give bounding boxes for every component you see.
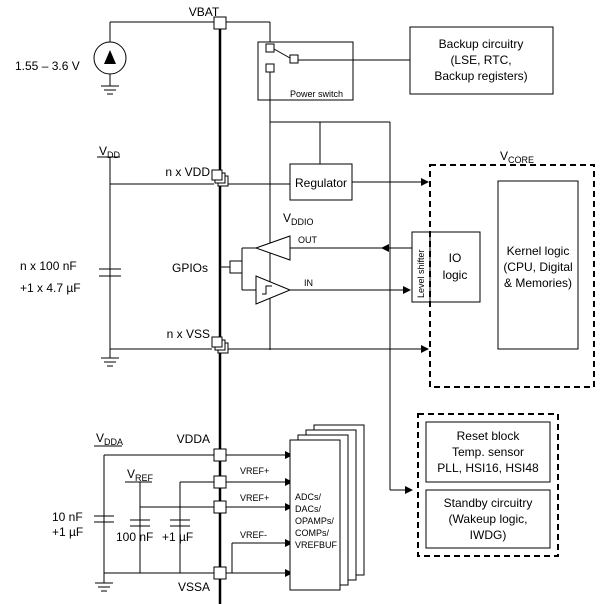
vdd-label: VDD — [99, 144, 121, 160]
vbat-pin — [213, 16, 227, 30]
always-on-domain-box — [417, 413, 559, 557]
vcore-domain-box — [429, 164, 595, 388]
standby-circuitry-box — [425, 489, 551, 549]
reset-line3: PLL, HSI16, HSI48 — [437, 461, 539, 475]
reset-block-box — [425, 421, 551, 483]
standby-line1: Standby circuitry — [444, 496, 533, 510]
vdd-cap-line2: +1 x 4.7 µF — [20, 281, 81, 295]
vdd-cap-line1: n x 100 nF — [20, 259, 77, 273]
vref-plus-pin-1 — [213, 475, 227, 489]
io-logic-box — [429, 231, 481, 303]
vss-pins — [211, 336, 223, 348]
level-shifter-label: Level shifter — [416, 249, 426, 298]
io-logic-line1: IO — [449, 251, 462, 265]
vdda-cap-line1: 10 nF — [52, 510, 83, 524]
vssa-pin — [213, 566, 227, 580]
pin-label-nvss: n x VSS — [167, 327, 210, 341]
output-buffer-icon — [254, 235, 291, 261]
analog-line4: COMPs/ — [295, 528, 330, 538]
backup-circuitry-box — [409, 26, 554, 95]
vdda-cap-line2: +1 µF — [52, 525, 83, 539]
vddio-label: VDDIO — [283, 211, 314, 227]
vref-plus-pin-2 — [213, 500, 227, 514]
in-label: IN — [304, 278, 313, 288]
input-buffer-icon — [255, 275, 292, 305]
backup-line1: Backup circuitry — [439, 37, 524, 51]
backup-line3: Backup registers) — [434, 69, 527, 83]
vcore-label: VCORE — [500, 149, 534, 165]
vref-minus-label: VREF- — [240, 530, 267, 540]
vdda-supply-label: VDDA — [96, 431, 123, 447]
analog-line2: DACs/ — [295, 504, 322, 514]
kernel-line2: (CPU, Digital — [503, 260, 572, 274]
power-switch-label: Power switch — [290, 89, 343, 99]
analog-line1: ADCs/ — [295, 492, 322, 502]
regulator-box — [289, 163, 353, 201]
vdd-pins — [211, 169, 223, 181]
io-logic-line2: logic — [443, 268, 468, 282]
pin-label-vssa: VSSA — [178, 580, 210, 594]
analog-line5: VREFBUF — [295, 540, 338, 550]
pin-label-nvdd: n x VDD — [165, 165, 210, 179]
kernel-logic-box — [497, 180, 579, 350]
battery-arrow-icon — [104, 50, 116, 64]
out-label: OUT — [298, 235, 318, 245]
analog-line3: OPAMPs/ — [295, 516, 334, 526]
vref-cap-1uf: +1 µF — [162, 530, 193, 544]
vbat-range: 1.55 – 3.6 V — [15, 59, 80, 73]
vdda-pin — [213, 448, 227, 462]
backup-line2: (LSE, RTC, — [450, 53, 511, 67]
vref-supply-label: VREF — [127, 467, 154, 483]
standby-line3: IWDG) — [470, 528, 507, 542]
standby-line2: (Wakeup logic, — [449, 512, 528, 526]
pin-label-vbat: VBAT — [189, 5, 220, 19]
gpio-pin — [229, 260, 243, 274]
analog-peripherals-box — [289, 439, 341, 591]
switch-contact — [273, 48, 291, 59]
pin-label-gpios: GPIOs — [172, 261, 208, 275]
kernel-line1: Kernel logic — [507, 244, 570, 258]
pin-label-vdda: VDDA — [177, 432, 210, 446]
regulator-label: Regulator — [295, 176, 347, 190]
reset-line2: Temp. sensor — [452, 445, 524, 459]
vref-plus-label-1: VREF+ — [240, 466, 269, 476]
kernel-line3: & Memories) — [504, 276, 572, 290]
vref-cap-100nf: 100 nF — [116, 530, 153, 544]
vref-plus-label-2: VREF+ — [240, 493, 269, 503]
reset-line1: Reset block — [457, 429, 521, 443]
schmitt-trigger-icon — [262, 285, 272, 295]
